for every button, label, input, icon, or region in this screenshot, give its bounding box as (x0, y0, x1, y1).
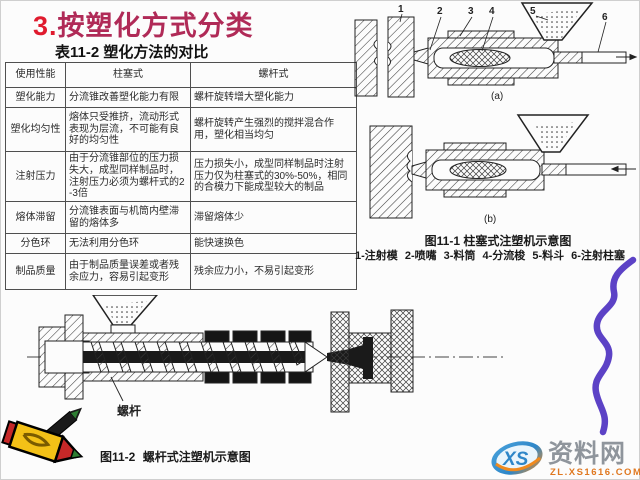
screw-label: 螺杆 (117, 403, 141, 418)
title-text: 按塑化方式分类 (57, 11, 254, 41)
watermark-url: ZL.XS1616.COM (550, 467, 640, 478)
row-header-cell: 熔体滞留 (5, 201, 66, 235)
sublabel-a: (a) (491, 91, 503, 102)
table-row: 分色环无法利用分色环能快速换色 (5, 233, 357, 255)
table-cell: 分流锥表面与机筒内壁滞留的熔体多 (65, 201, 191, 235)
table-cell: 无法利用分色环 (65, 233, 191, 255)
row-header-cell: 制品质量 (5, 253, 66, 291)
page-title: 3.按塑化方式分类 (33, 4, 254, 43)
heater-bands (204, 330, 312, 384)
table-cell: 残余应力小，不易引起变形 (190, 253, 357, 291)
table-cell: 滞留熔体少 (190, 201, 357, 235)
table-cell: 螺杆旋转产生强烈的搅拌混合作用，塑化相当均匀 (190, 107, 357, 152)
screw-flights (90, 341, 304, 373)
table-header-row: 使用性能 柱塞式 螺杆式 (5, 62, 357, 88)
part-label-2: 2 (437, 6, 443, 17)
table-cell: 分流锥改善塑化能力有限 (65, 87, 191, 108)
table-cell: 螺杆旋转增大塑化能力 (190, 87, 357, 108)
figure1-title: 图11-1 柱塞式注塑机示意图 (424, 234, 572, 248)
diagram-a: 1 2 3 4 5 6 (a) (354, 2, 638, 102)
part-label-5: 5 (530, 6, 536, 17)
table-row: 塑化能力分流锥改善塑化能力有限螺杆旋转增大塑化能力 (5, 87, 357, 108)
figure1-caption: 图11-1 柱塞式注塑机示意图 1-注射模 2-喷嘴 3-料筒 4-分流梭 5-… (355, 232, 640, 263)
part-label-1: 1 (398, 4, 404, 15)
row-header-cell: 塑化能力 (5, 87, 66, 108)
table-row: 熔体滞留分流锥表面与机筒内壁滞留的熔体多滞留熔体少 (5, 201, 357, 235)
part-label-4: 4 (489, 6, 495, 17)
figure1-parts-list: 1-注射模 2-喷嘴 3-料筒 4-分流梭 5-料斗 6-注射柱塞 (355, 250, 625, 262)
part-label-6: 6 (602, 12, 608, 23)
table-row: 制品质量由于制品质量误差或者残余应力，容易引起变形残余应力小，不易引起变形 (5, 253, 357, 291)
column-header: 柱塞式 (65, 62, 191, 88)
motion-arrow-icon (616, 53, 638, 61)
figure2-caption: 图11-2 螺杆式注塑机示意图 (100, 450, 251, 464)
comparison-table-body: 塑化能力分流锥改善塑化能力有限螺杆旋转增大塑化能力塑化均匀性熔体只受推挤，流动形… (5, 87, 357, 291)
table-row: 塑化均匀性熔体只受推挤，流动形式表现为层流，不可能有良好的均匀性螺杆旋转产生强烈… (5, 107, 357, 152)
plunger-machine-diagram: 1 2 3 4 5 6 (a) (b) (354, 2, 638, 225)
table-cell: 由于分流锥部位的压力损失大，成型同样制品时，注射压力必须为螺杆式的2-3倍 (65, 150, 191, 203)
watermark-site-name: 资料网 (548, 440, 626, 468)
watermark: XS 资料网 ZL.XS1616.COM (490, 432, 640, 480)
crayon-icon (1, 407, 84, 464)
part-label-3: 3 (468, 6, 474, 17)
diagram-b: (b) (369, 114, 636, 225)
row-header-cell: 注射压力 (5, 150, 66, 203)
watermark-logo-icon: XS (491, 441, 543, 475)
sublabel-b: (b) (484, 214, 496, 225)
table-cell: 熔体只受推挤，流动形式表现为层流，不可能有良好的均匀性 (65, 107, 191, 152)
table-cell: 压力损失小，成型同样制品时注射压力仅为柱塞式的30%-50%，相同的合模力下能成… (190, 150, 357, 203)
row-header-cell: 塑化均匀性 (5, 107, 66, 152)
table-caption: 表11-2 塑化方法的对比 (55, 44, 209, 61)
injection-arrow-icon (610, 165, 636, 173)
screw-machine-diagram: 螺杆 (27, 295, 505, 418)
row-header-cell: 分色环 (5, 233, 66, 255)
column-header: 螺杆式 (190, 62, 357, 88)
table-cell: 能快速换色 (190, 233, 357, 255)
comparison-table: 使用性能 柱塞式 螺杆式 塑化能力分流锥改善塑化能力有限螺杆旋转增大塑化能力塑化… (5, 62, 357, 291)
column-header: 使用性能 (5, 62, 66, 88)
table-row: 注射压力由于分流锥部位的压力损失大，成型同样制品时，注射压力必须为螺杆式的2-3… (5, 150, 357, 203)
watermark-logo-text: XS (502, 449, 529, 470)
title-number: 3. (33, 11, 58, 41)
squiggle-decoration-icon (592, 256, 637, 436)
table-cell: 由于制品质量误差或者残余应力，容易引起变形 (65, 253, 191, 291)
